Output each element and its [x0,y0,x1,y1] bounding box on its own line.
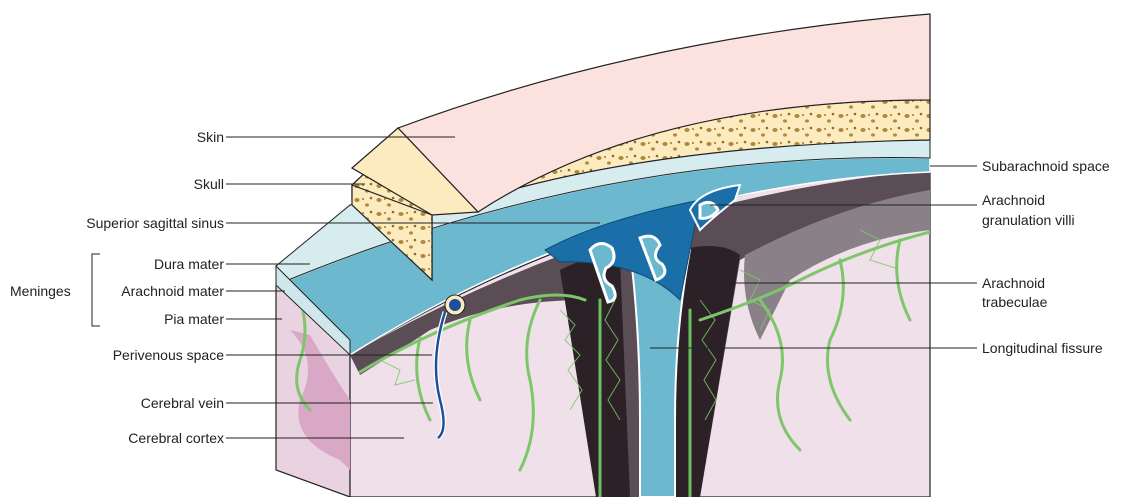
label-cerebral-cortex: Cerebral cortex [128,430,224,446]
label-skull: Skull [194,176,224,192]
label-subarachnoid-space: Subarachnoid space [982,158,1110,174]
label-superior-sagittal-sinus: Superior sagittal sinus [86,215,224,231]
label-cerebral-vein: Cerebral vein [141,395,224,411]
label-arachnoid-granulation-villi-line1: Arachnoid [982,192,1045,208]
label-perivenous-space: Perivenous space [113,347,224,363]
label-meninges: Meninges [10,283,71,299]
label-arachnoid-trabeculae-line1: Arachnoid [982,275,1045,291]
label-pia-mater: Pia mater [164,311,224,327]
label-arachnoid-trabeculae-line2: trabeculae [982,294,1047,310]
label-skin: Skin [197,129,224,145]
label-arachnoid-mater: Arachnoid mater [121,283,224,299]
label-arachnoid-granulation-villi-line2: granulation villi [982,212,1075,228]
label-dura-mater: Dura mater [154,256,224,272]
label-longitudinal-fissure: Longitudinal fissure [982,340,1103,356]
